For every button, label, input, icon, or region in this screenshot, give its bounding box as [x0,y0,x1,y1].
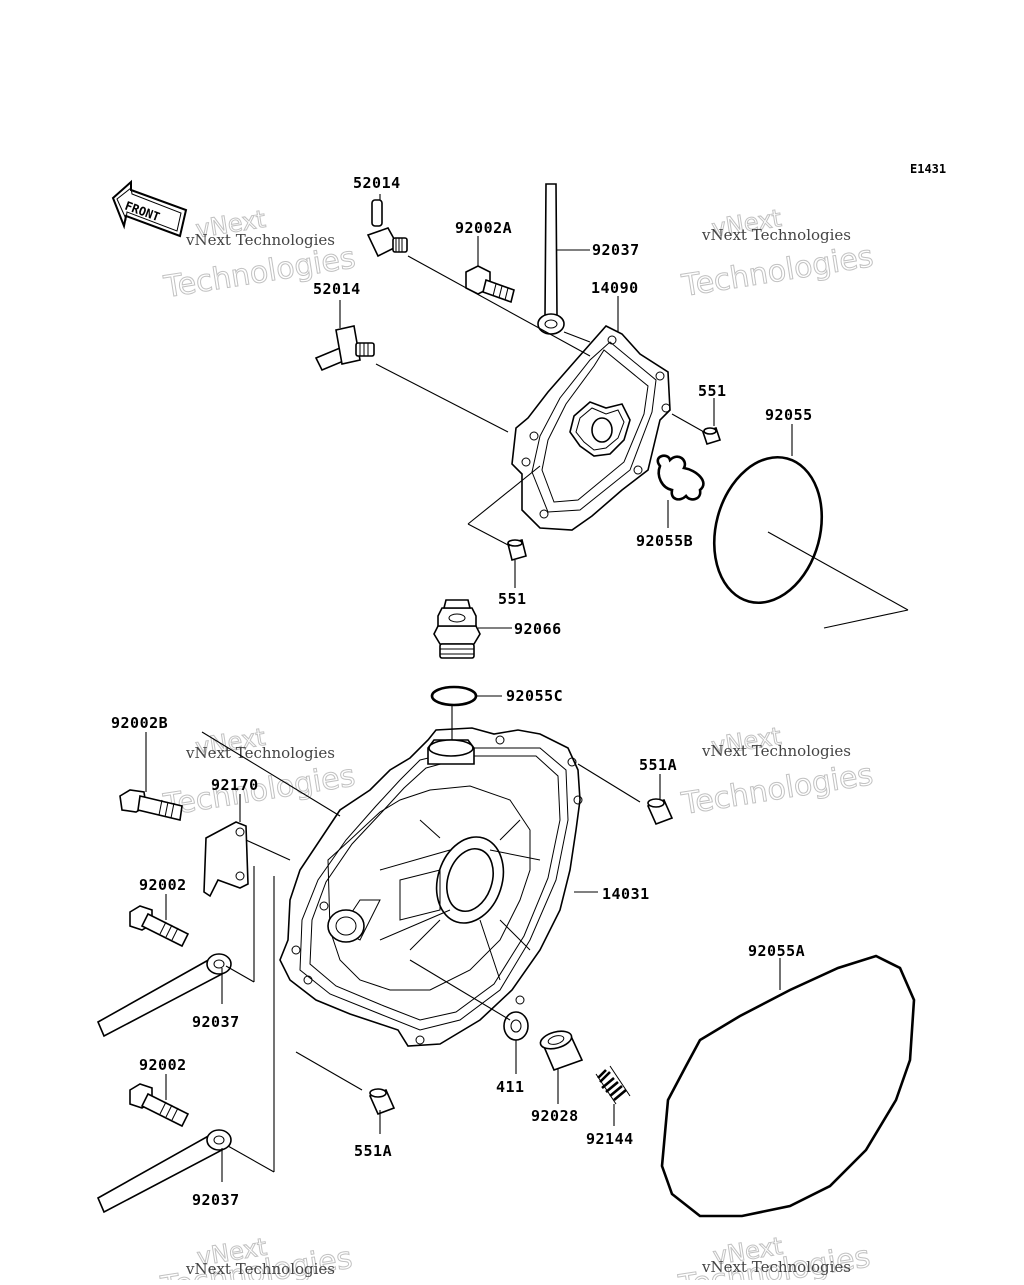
diagram-code: E1431 [910,162,946,176]
part-label: 52014 [353,174,401,192]
o-ring-c-part [430,685,478,707]
part-label: 92170 [211,776,259,794]
watermark-text: Technologies [161,758,358,823]
part-label: 92002B [111,714,168,732]
part-label: 551A [354,1142,392,1160]
washer-part [503,1011,529,1041]
part-label: 14090 [591,279,639,297]
part-label: 92055C [506,687,563,705]
bolt-b-part [119,789,183,821]
part-label: 551 [498,590,527,608]
bracket-part [203,821,249,898]
dowel-a-lower-part [368,1088,396,1116]
dowel-right-part [701,427,722,445]
part-label: 92002 [139,876,187,894]
part-label: 92066 [514,620,562,638]
clamp-upper-part [537,183,565,335]
part-label: 92002A [455,219,512,237]
clutch-cover-part [279,727,583,1047]
part-label: 92144 [586,1130,634,1148]
part-label: 411 [496,1078,525,1096]
watermark-text: vNext Technologies [701,1258,851,1276]
watermark-text: vNext Technologies [701,742,851,760]
part-label: 551A [639,756,677,774]
part-labels: 52014 52014 92002A 92037 14090 551 92055… [111,174,813,1209]
part-label: 52014 [313,280,361,298]
part-label: 92037 [592,241,640,259]
leader-lines [145,194,909,1182]
plug-part [433,599,481,659]
watermark-text: vNext Technologies [185,1260,335,1278]
watermark-text: vNext Technologies [701,226,851,244]
spring-part [595,1065,631,1105]
part-label: 92055A [748,942,805,960]
dowel-a-upper-part [646,798,674,826]
pump-cover-plate-part [511,325,671,531]
o-ring-large-part [712,455,824,605]
watermark-text: vNext Technologies [185,744,335,762]
bolt-a-part [465,265,515,304]
fitting-upper-part [366,199,408,258]
watermark-text: Technologies [679,757,876,822]
part-label: 14031 [602,885,650,903]
part-label: 92028 [531,1107,579,1125]
front-arrow-icon: FRONT [111,179,188,238]
bolt-upper-part [129,905,190,948]
gasket-a-part [660,954,916,1218]
watermark-text: vNext [709,722,783,761]
o-ring-b-part [656,454,705,501]
bushing-part [539,1030,584,1072]
watermark-text: vNext Technologies [185,231,335,249]
fitting-lower-part [314,325,375,372]
bolt-lower-part [129,1083,190,1128]
part-label: 92002 [139,1056,187,1074]
part-label: 92037 [192,1013,240,1031]
part-label: 92055 [765,406,813,424]
part-label: 551 [698,382,727,400]
part-label: 92037 [192,1191,240,1209]
dowel-lower-part [507,539,527,561]
part-label: 92055B [636,532,693,550]
watermark-text: Technologies [679,239,876,304]
